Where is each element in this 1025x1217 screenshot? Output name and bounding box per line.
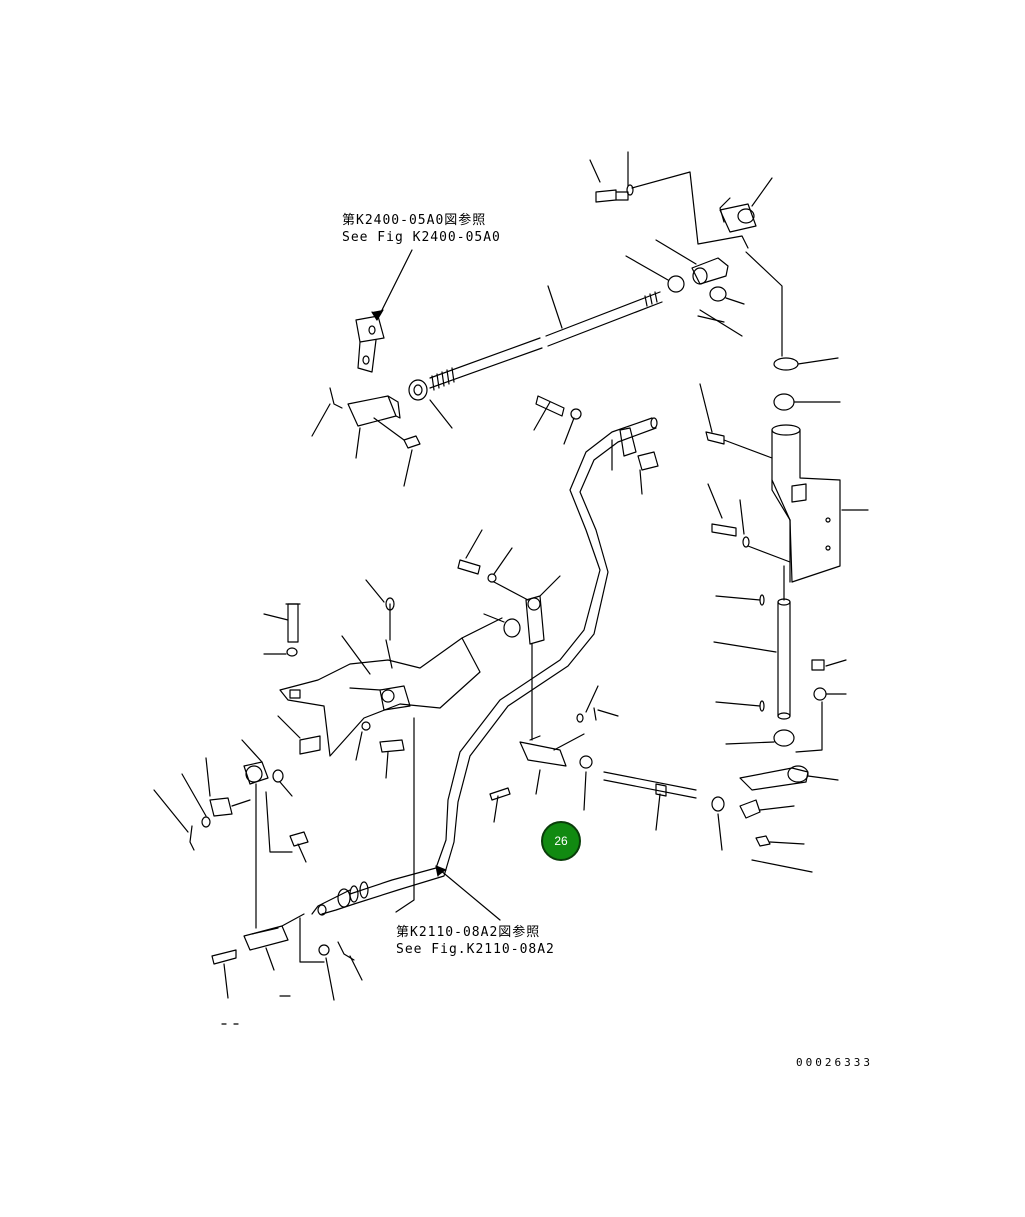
right-post-assembly [699,383,869,873]
drawing-number: 00026333 [796,1056,873,1069]
reference-arrow-lower [439,869,501,921]
lower-left-linkage [153,739,363,1025]
left-pedal-bracket [263,579,521,913]
reference-arrow-upper [377,249,413,319]
middle-lever-assembly [457,529,725,851]
reference-note-lower-en: See Fig.K2110-08A2 [396,942,555,957]
reference-note-lower: 第K2110-08A2図参照 See Fig.K2110-08A2 [396,924,555,958]
upper-rod-assembly [311,255,685,487]
reference-arrowhead-upper [371,309,384,321]
reference-note-upper-en: See Fig K2400-05A0 [342,230,501,245]
reference-note-upper: 第K2400-05A0図参照 See Fig K2400-05A0 [342,212,501,246]
control-cable [311,395,659,916]
reference-note-lower-jp: 第K2110-08A2図参照 [396,925,541,940]
reference-arrowhead-lower [435,865,447,877]
part-callout-label: 26 [554,834,568,848]
reference-note-upper-jp: 第K2400-05A0図参照 [342,213,487,228]
top-lever-assembly [589,151,841,411]
part-callout-button[interactable]: 26 [541,821,581,861]
